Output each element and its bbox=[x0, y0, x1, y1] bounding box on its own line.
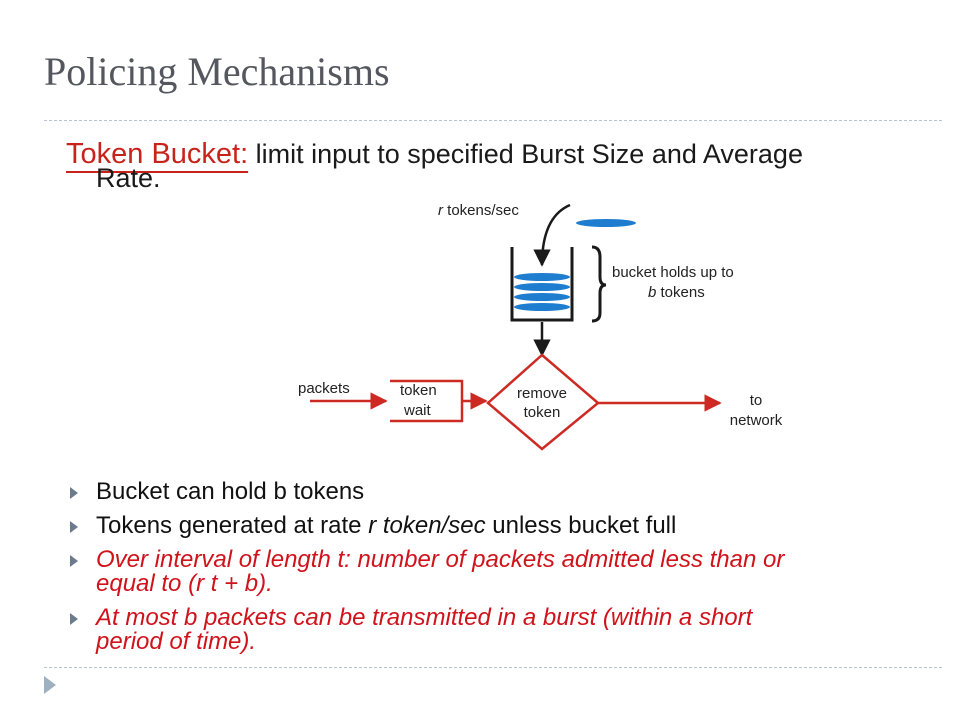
remove-token-line2: token bbox=[524, 404, 561, 421]
packets-label: packets bbox=[298, 380, 350, 397]
capacity-var: b bbox=[648, 284, 656, 301]
bucket-capacity-line1: bucket holds up to bbox=[612, 264, 734, 281]
remove-token-diamond bbox=[486, 353, 600, 451]
bullet-icon bbox=[70, 487, 78, 499]
bullet-token-rate: Tokens generated at rate r token/sec unl… bbox=[66, 514, 906, 538]
intro-text-line1: limit input to specified Burst Size and … bbox=[248, 139, 803, 169]
bucket-token bbox=[514, 273, 570, 281]
next-slide-arrow-icon[interactable] bbox=[44, 676, 56, 694]
token-wait-line1: token bbox=[400, 382, 437, 399]
bullet-text: Bucket can hold b tokens bbox=[96, 478, 365, 505]
footer-divider bbox=[44, 667, 942, 668]
bullet-text-line2: period of time). bbox=[96, 628, 257, 655]
bullet-text-post: unless bucket full bbox=[485, 512, 677, 539]
bullet-text-line2: equal to (r t + b). bbox=[96, 570, 273, 597]
bullet-text-line1: Over interval of length t: number of pac… bbox=[96, 546, 785, 573]
bullet-icon bbox=[70, 613, 78, 625]
bucket-tokens bbox=[514, 273, 570, 311]
bucket-outline bbox=[510, 247, 574, 322]
bullet-text-pre: Tokens generated at rate bbox=[96, 512, 369, 539]
capacity-suffix: tokens bbox=[656, 284, 704, 301]
bullet-bucket-capacity: Bucket can hold b tokens bbox=[66, 480, 906, 504]
rate-label: r tokens/sec bbox=[438, 202, 519, 219]
capacity-brace bbox=[591, 245, 607, 323]
slide-title: Policing Mechanisms bbox=[44, 49, 390, 94]
token-wait-line2: wait bbox=[403, 402, 432, 419]
remove-token-line1: remove bbox=[517, 385, 567, 402]
intro-text-line2: Rate. bbox=[96, 163, 161, 193]
token-arrow bbox=[533, 203, 571, 267]
falling-token bbox=[576, 219, 636, 227]
intro-paragraph: Token Bucket: limit input to specified B… bbox=[66, 139, 916, 193]
bullet-interval: Over interval of length t: number of pac… bbox=[66, 548, 906, 596]
to-network-line2: network bbox=[730, 412, 783, 429]
title-divider bbox=[44, 120, 942, 121]
bullet-burst: At most b packets can be transmitted in … bbox=[66, 606, 906, 654]
token-bucket-diagram: r tokens/sec bucket holds up to b tokens… bbox=[298, 202, 783, 451]
bucket-capacity-line2: b tokens bbox=[648, 284, 705, 301]
rate-text: tokens/sec bbox=[443, 202, 519, 219]
bullet-icon bbox=[70, 521, 78, 533]
bullet-text-line1: At most b packets can be transmitted in … bbox=[96, 604, 753, 631]
bucket-token bbox=[514, 293, 570, 301]
rate-var: r bbox=[438, 202, 444, 219]
bucket-token bbox=[514, 283, 570, 291]
to-network-line1: to bbox=[750, 392, 763, 409]
bullet-icon bbox=[70, 555, 78, 567]
token-bucket-label: Token Bucket: bbox=[66, 138, 249, 170]
bullet-text-italic: r token/sec bbox=[368, 512, 486, 539]
bullet-list: Bucket can hold b tokens Tokens generate… bbox=[66, 480, 906, 664]
bucket-token bbox=[514, 303, 570, 311]
